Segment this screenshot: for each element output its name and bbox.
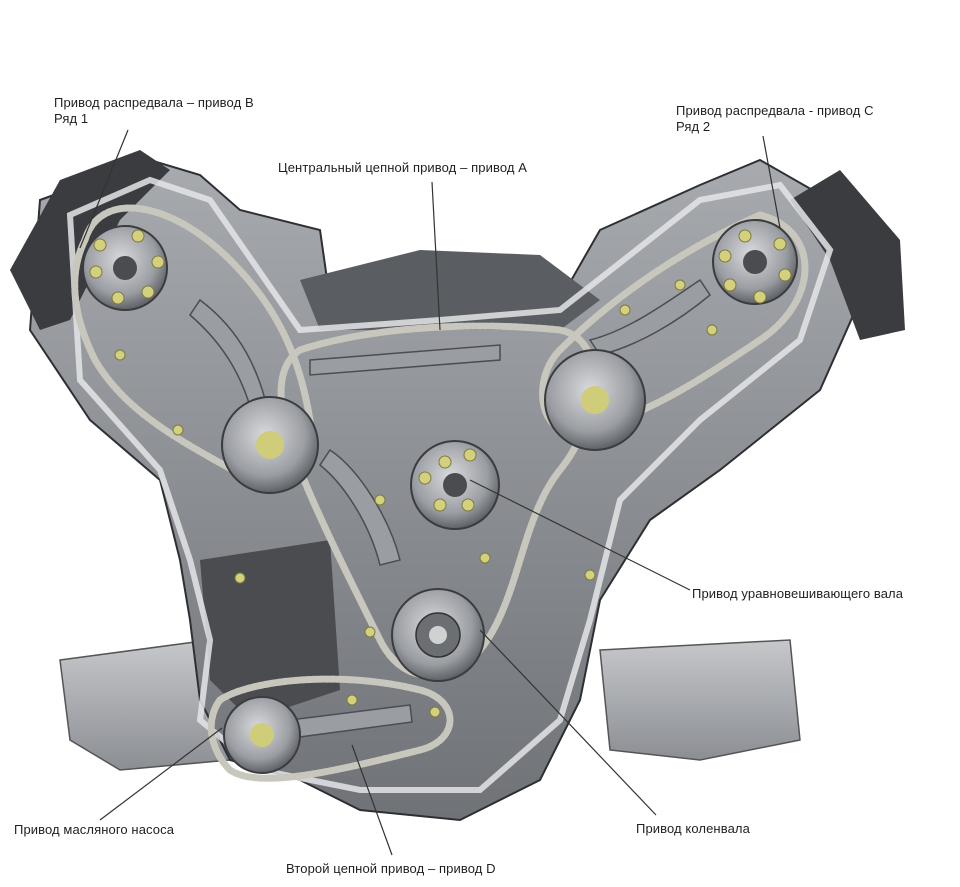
label-drive-c-line1: Привод распредвала - привод C (676, 103, 874, 118)
oil-pump-sprocket (223, 696, 301, 774)
chain-guides (189, 278, 711, 739)
camshaft-sprocket-c-lower (544, 349, 646, 451)
leader-drive-b (79, 129, 129, 249)
bolts (89, 229, 792, 718)
balance-shaft-sprocket (410, 440, 500, 530)
label-oil-pump: Привод масляного насоса (14, 822, 175, 837)
leader-drive-d (351, 744, 393, 856)
leader-oil-pump (99, 727, 223, 821)
label-drive-b-line1: Привод распредвала – привод B (54, 95, 254, 110)
label-drive-d: Второй цепной привод – привод D (286, 861, 496, 876)
oil-pan (59, 639, 801, 771)
label-drive-c-line2: Ряд 2 (676, 119, 711, 134)
label-drive-b-line2: Ряд 1 (54, 111, 89, 126)
leader-drive-c (762, 135, 781, 229)
camshaft-sprocket-b-lower (221, 396, 319, 494)
timing-cover-outline (66, 176, 834, 793)
leader-drive-a (431, 181, 441, 331)
leader-lines (79, 129, 781, 856)
leader-balance-shaft (469, 479, 691, 591)
crankshaft-sprocket (391, 588, 485, 682)
label-drive-b: Привод распредвала – привод B Ряд 1 (54, 95, 254, 127)
label-drive-c: Привод распредвала - привод C Ряд 2 (676, 103, 874, 135)
label-crankshaft: Привод коленвала (636, 821, 750, 836)
label-drive-a: Центральный цепной привод – привод A (278, 160, 528, 175)
leader-crankshaft (479, 629, 657, 816)
label-balance-shaft: Привод уравновешивающего вала (692, 586, 904, 601)
